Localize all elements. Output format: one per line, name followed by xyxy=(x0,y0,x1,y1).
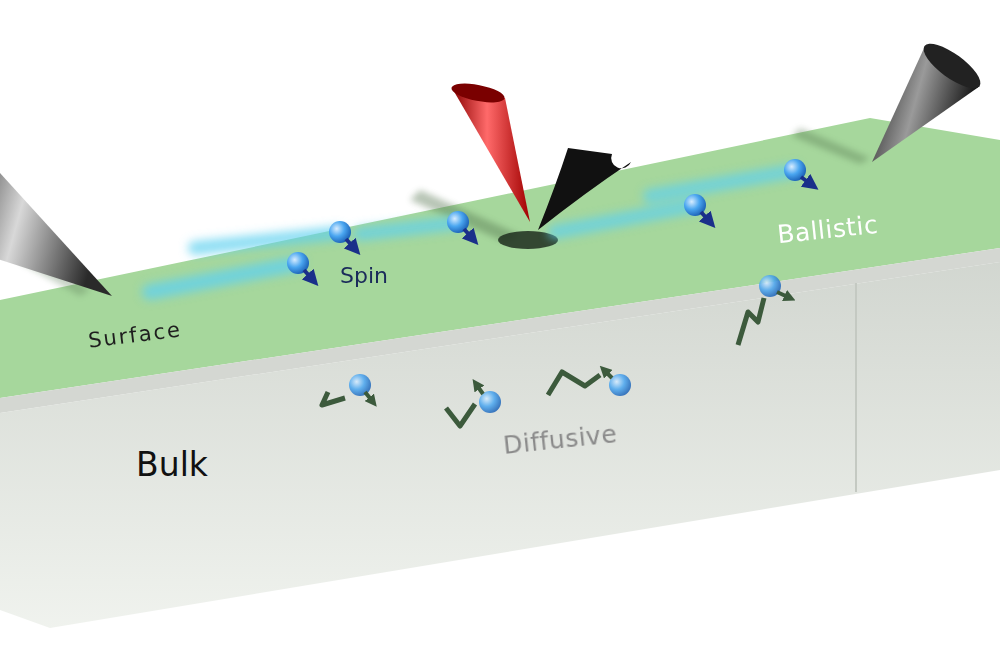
probe-tips xyxy=(0,36,987,296)
spin-arrow xyxy=(365,392,373,402)
bulk-face xyxy=(0,262,1000,628)
spin-trails xyxy=(150,171,793,292)
diffusive-path xyxy=(446,404,475,426)
spin-arrow xyxy=(304,270,313,280)
spin-arrow xyxy=(464,229,473,239)
spin-arrow xyxy=(777,292,790,298)
spin-trail xyxy=(650,171,793,196)
probe-tip-base xyxy=(917,36,986,95)
spin-trail xyxy=(195,233,338,248)
tip-shadow xyxy=(792,128,870,164)
probe-blade xyxy=(538,148,631,230)
spin-arrow xyxy=(346,239,355,249)
bulk-spins xyxy=(322,275,790,426)
region-label: Bulk xyxy=(136,447,208,483)
spin-arrow xyxy=(604,370,612,378)
diffusive-path xyxy=(548,372,600,395)
spin-arrow xyxy=(476,384,483,394)
diffusive-path xyxy=(322,392,345,405)
spin-trail xyxy=(150,264,296,292)
spin-arrow xyxy=(701,212,710,222)
diffusive-path xyxy=(738,298,764,345)
spin-trail xyxy=(360,223,456,234)
tip-shadow xyxy=(410,190,520,242)
spin-arrow xyxy=(801,177,812,185)
spin-trail xyxy=(555,206,693,232)
probe-tip xyxy=(0,140,112,296)
probe-tip xyxy=(452,88,530,222)
spin-label: Spin xyxy=(340,264,388,288)
slab-edge xyxy=(855,283,857,492)
probe-tip-base xyxy=(450,80,506,106)
